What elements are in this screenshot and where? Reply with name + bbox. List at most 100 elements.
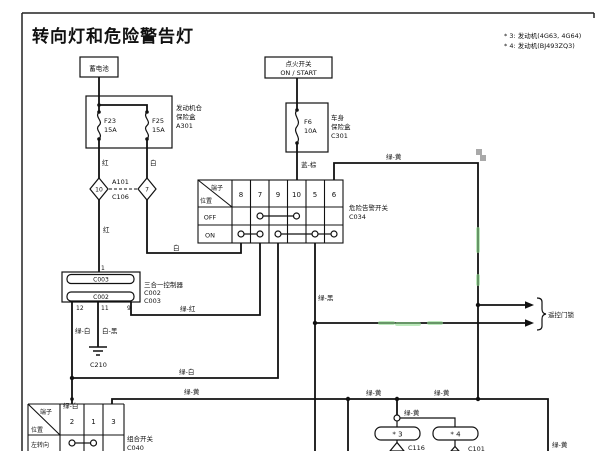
wire-green-red — [130, 243, 261, 316]
fuse-f25-symbol — [144, 111, 150, 140]
connector-a101-label: A101 — [112, 178, 129, 186]
highlighter-marks — [378, 227, 480, 326]
ground-label: C210 — [90, 361, 107, 369]
a101-pin7: 7 — [145, 187, 149, 194]
body-fusebox-label-1: 车身 — [331, 113, 345, 122]
hazard-row-on: ON — [205, 232, 215, 240]
inline-connector-a101: 10 7 A101 C106 — [89, 177, 157, 201]
body-fusebox-label-3: C301 — [331, 132, 348, 140]
remote-door-lock-label: 遥控门锁 — [548, 310, 575, 319]
combo-position-label: 位置 — [31, 426, 43, 434]
engine-note-3: * 3: 发动机(4G63, 4G64) — [504, 31, 581, 40]
fuse-f23-symbol — [96, 111, 102, 140]
connector-c106-label: C106 — [112, 193, 129, 201]
battery-component: 蓄电池 — [79, 56, 119, 78]
hazard-col-7: 7 — [258, 191, 262, 199]
wire-label-green-yellow-right: 绿-黄 — [552, 440, 568, 449]
hazard-col-10: 10 — [292, 191, 301, 199]
engine-fusebox-label-1: 发动机仓 — [176, 103, 203, 112]
body-fusebox-label-2: 保险盒 — [331, 122, 351, 131]
controller-pin-9: 9 — [127, 305, 131, 312]
wire-color-labels: 红 白 红 白 蓝-棕 绿-黄 绿-红 绿-白 白-黑 绿-黑 绿-白 绿-黄 … — [63, 152, 568, 449]
scan-artifact-squares — [476, 149, 486, 161]
wire-branch-star4 — [400, 417, 456, 427]
star3-label: * 3 — [392, 431, 402, 439]
wire-label-green-yellow-rail-3: 绿-黄 — [434, 388, 450, 397]
hazard-switch-component: 端子 位置 8 7 9 10 5 6 OFF ON 危险告警开关 C034 — [197, 179, 389, 244]
controller-pin-12: 12 — [76, 305, 84, 312]
fuse-f23-name: F23 — [104, 117, 116, 125]
ground-symbol: C210 — [89, 346, 107, 369]
combo-col-2: 2 — [70, 418, 74, 426]
hazard-col-8: 8 — [239, 191, 243, 199]
fuse-f6-amp: 10A — [304, 127, 317, 135]
fuse-f6-name: F6 — [304, 118, 312, 126]
frame-border — [21, 12, 595, 451]
wire-green-yellow-main — [333, 162, 479, 399]
remote-lock-arrows — [525, 297, 547, 331]
wire-label-green-white-1: 绿-白 — [75, 326, 90, 335]
controller-pin-11: 11 — [101, 305, 109, 312]
wire-label-green-black: 绿-黑 — [318, 293, 334, 302]
c101-connector-symbol — [450, 445, 460, 451]
engine-fusebox-label-3: A301 — [176, 122, 193, 130]
controller-bar-c002: C002 — [93, 294, 109, 301]
junction-dots — [69, 103, 481, 402]
wire-label-white-2: 白 — [173, 243, 180, 252]
wire-label-green-yellow-branch: 绿-黄 — [404, 408, 420, 417]
wire-label-green-yellow-rail-1: 绿-黄 — [184, 387, 200, 396]
engine-note-4: * 4: 发动机(BJ493ZQ3) — [504, 41, 575, 50]
ignition-label-1: 点火开关 — [286, 59, 313, 68]
controller-pin-1: 1 — [101, 265, 105, 272]
fuse-f6-symbol — [294, 109, 300, 144]
connector-c101-label: C101 — [468, 445, 485, 451]
fuse-f25-amp: 15A — [152, 126, 165, 134]
hazard-col-5: 5 — [313, 191, 317, 199]
wire-label-green-yellow-rail-2: 绿-黄 — [366, 388, 382, 397]
brace — [536, 297, 547, 331]
hazard-position-label: 位置 — [200, 197, 212, 205]
combination-switch-component: 端子 位置 2 1 3 左转向 组合开关 C040 — [27, 403, 154, 451]
a101-pin10: 10 — [95, 187, 103, 194]
controller-code-c003: C003 — [144, 297, 161, 305]
combo-col-3: 3 — [111, 418, 115, 426]
combo-row-left-turn: 左转向 — [31, 441, 49, 449]
wire-label-blue-brown: 蓝-棕 — [301, 160, 317, 169]
wire-label-white-1: 白 — [150, 158, 157, 167]
wire-green-yellow-rail — [111, 398, 549, 451]
engine-branch-connectors: * 3 * 4 C116 C101 — [374, 414, 485, 451]
wire-label-red-2: 红 — [103, 225, 110, 234]
hazard-switch-code: C034 — [349, 213, 366, 221]
wire-label-green-white-3: 绿-白 — [63, 401, 78, 410]
ignition-switch-component: 点火开关 ON / START — [264, 56, 333, 79]
body-fusebox-component: F6 10A 车身 保险盒 C301 — [285, 102, 351, 153]
wire-white-lower — [146, 200, 242, 254]
connector-c116-label: C116 — [408, 444, 425, 451]
wire-label-white-black: 白-黑 — [102, 326, 118, 335]
engine-fusebox-component: F23 15A F25 15A 发动机仓 保险盒 A301 — [85, 95, 203, 149]
hazard-terminal-label: 端子 — [211, 184, 223, 192]
controller-component: C003 C002 1 12 11 9 三合一控制器 C002 C003 — [61, 265, 184, 312]
combo-switch-code: C040 — [127, 444, 144, 451]
combo-terminal-label: 端子 — [40, 408, 52, 416]
engine-fusebox-label-2: 保险盒 — [176, 112, 196, 121]
wire-label-red-1: 红 — [102, 158, 109, 167]
hazard-row-off: OFF — [204, 214, 217, 222]
hazard-switch-name: 危险告警开关 — [349, 203, 389, 212]
wire-green-white-rail — [72, 243, 279, 379]
controller-bar-c003: C003 — [93, 277, 109, 284]
wire-label-green-yellow-top: 绿-黄 — [386, 152, 402, 161]
hazard-col-6: 6 — [332, 191, 337, 199]
c116-connector-symbol — [389, 441, 405, 451]
controller-name: 三合一控制器 — [144, 280, 184, 289]
controller-code-c002: C002 — [144, 289, 161, 297]
ignition-label-2: ON / START — [280, 69, 316, 77]
battery-label: 蓄电池 — [89, 64, 109, 73]
combo-col-1: 1 — [91, 418, 95, 426]
wire-label-green-red: 绿-红 — [180, 304, 196, 313]
hazard-col-9: 9 — [276, 191, 280, 199]
fuse-f23-amp: 15A — [104, 126, 117, 134]
star4-label: * 4 — [450, 431, 461, 439]
